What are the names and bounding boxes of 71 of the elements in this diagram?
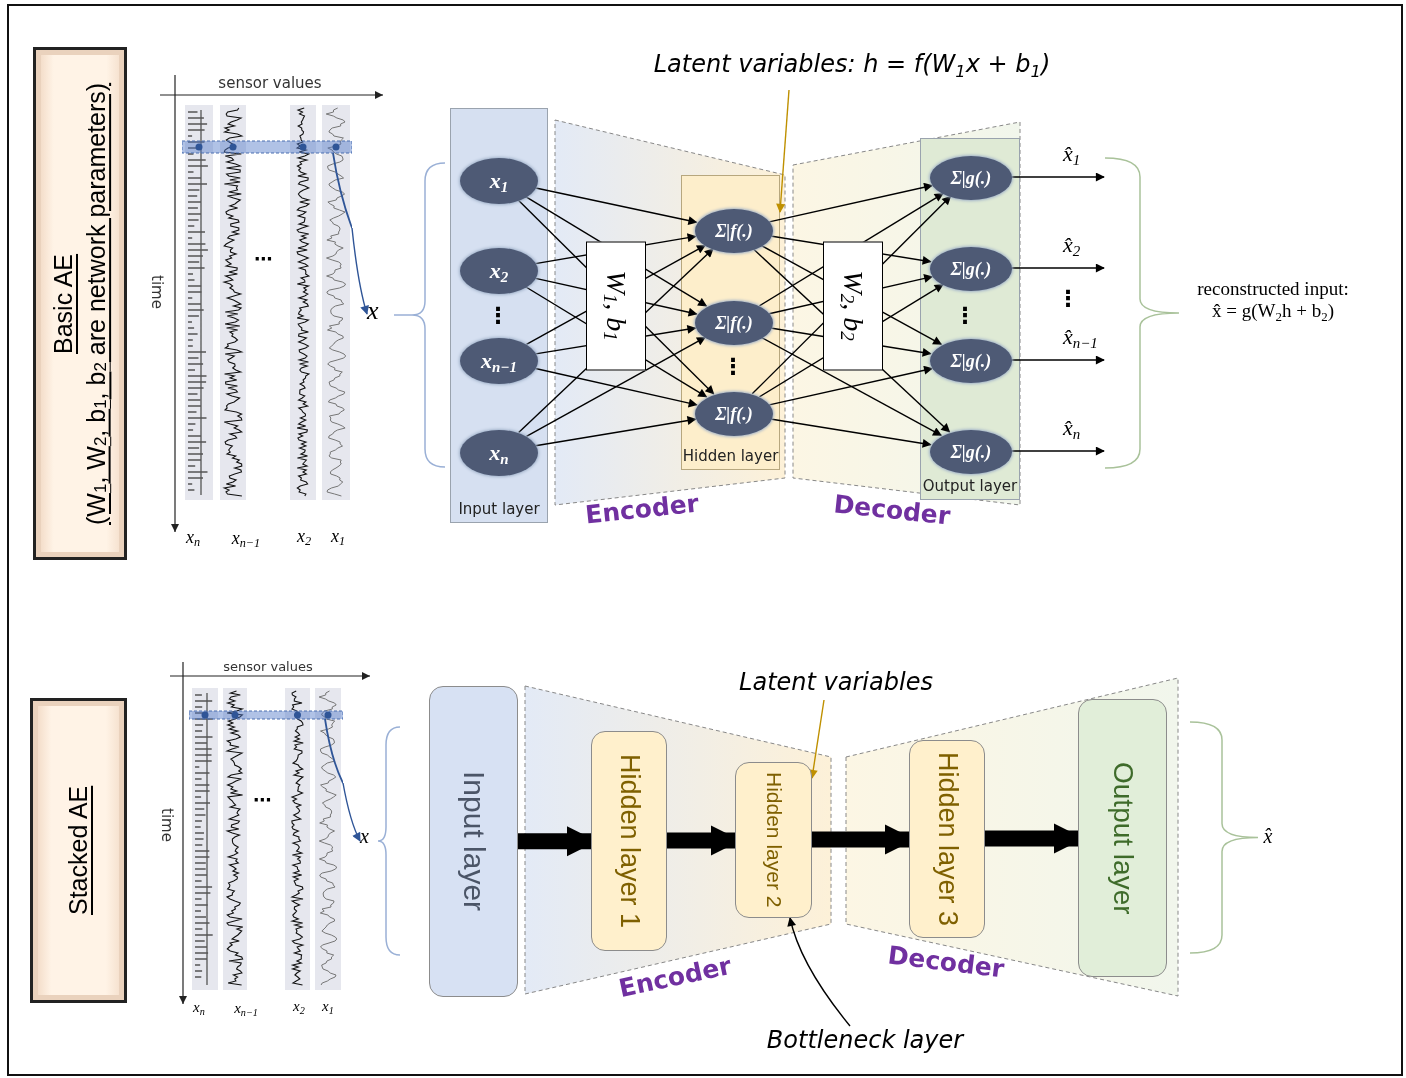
neuron-node: x$_{2}$ xyxy=(460,248,538,294)
axis-label: sensor values xyxy=(223,658,313,674)
neuron-node: Σ|f(.) xyxy=(695,209,773,253)
neuron-node: Σ|f(.) xyxy=(695,301,773,345)
panel-title: Basic AE xyxy=(49,253,78,354)
ellipsis: ⋮ xyxy=(1057,285,1079,311)
variable-label: x$_{n}$ xyxy=(185,526,201,548)
section-label: Encoder xyxy=(616,950,734,1004)
panel-title: Stacked AE xyxy=(64,785,93,916)
connection-arrow xyxy=(768,365,934,406)
neuron-node: x$_{1}$ xyxy=(460,158,538,204)
ellipsis: ⋯ xyxy=(254,247,272,269)
curved-arrow xyxy=(351,227,370,315)
formula-text: reconstructed input: x̂ = g(W$_{2}$h + b$_{2}$) xyxy=(1196,278,1350,322)
variable-label: x$_{n−1}$ xyxy=(231,527,261,549)
curved-arrow xyxy=(342,782,361,842)
layer-label: Hidden layer xyxy=(682,447,779,465)
output-arrow xyxy=(1010,172,1105,182)
section-label: Decoder xyxy=(886,940,1006,984)
variable-label: x$_{n}$ xyxy=(193,998,205,1016)
connection-arrow xyxy=(534,416,697,447)
annotation-text: Bottleneck layer xyxy=(760,1026,970,1060)
neuron-node: Σ|g(.) xyxy=(930,430,1012,474)
axis-label: time xyxy=(148,275,166,309)
neuron-node: Σ|g(.) xyxy=(930,339,1012,383)
ellipsis: ⋯ xyxy=(253,788,271,810)
title-panel xyxy=(33,47,127,560)
neuron-node: x$_{n−1}$ xyxy=(460,338,538,384)
title-panel xyxy=(30,698,127,1003)
layer-box: Hidden layer 2 xyxy=(735,762,812,918)
annotation-text: Latent variables xyxy=(726,668,946,700)
layer-label: Output layer xyxy=(922,477,1019,495)
connection-arrow xyxy=(769,418,932,448)
layer-box: Input layer xyxy=(429,686,518,997)
connection-arrow xyxy=(760,336,942,437)
variable-label: x$_{2}$ xyxy=(296,525,312,547)
connection-arrow xyxy=(534,187,698,225)
ellipsis: ⋮ xyxy=(722,353,744,379)
connection-arrow xyxy=(525,336,706,437)
output-arrow xyxy=(1010,446,1105,456)
curly-brace xyxy=(1104,157,1180,469)
connection-arrow xyxy=(768,182,934,223)
variable-label: x xyxy=(360,826,378,852)
layer-panel xyxy=(450,108,548,523)
output-arrow xyxy=(1010,355,1105,365)
layer-box: Output layer xyxy=(1078,699,1167,977)
variable-label: x̂ xyxy=(1263,824,1273,848)
layer-panel xyxy=(681,175,780,470)
neuron-node: Σ|g(.) xyxy=(930,156,1012,200)
variable-label: x xyxy=(367,298,389,326)
axis-label: time xyxy=(158,808,176,842)
layer-box: Hidden layer 1 xyxy=(591,731,667,951)
variable-label: x$_{1}$ xyxy=(322,997,334,1015)
ellipsis: ⋮ xyxy=(954,302,976,328)
neuron-node: x$_{n}$ xyxy=(460,430,538,476)
curved-arrow xyxy=(787,917,851,1027)
layer-label: Input layer xyxy=(457,500,541,518)
variable-label: x$_{2}$ xyxy=(293,997,305,1015)
variable-label: x$_{1}$ xyxy=(330,525,346,547)
annotation-text: Latent variables: h = f(W$_{1}$x + b$_{1}$) xyxy=(636,50,1068,90)
section-label: Encoder xyxy=(583,488,701,530)
pointer-arrow xyxy=(808,699,825,779)
neuron-node: Σ|f(.) xyxy=(695,392,773,436)
variable-label: x$_{n−1}$ xyxy=(234,999,258,1017)
axis-label: sensor values xyxy=(218,74,322,92)
ellipsis: ⋮ xyxy=(487,302,509,328)
connection-arrow xyxy=(533,367,698,408)
layer-box: Hidden layer 3 xyxy=(909,740,985,938)
neuron-node: Σ|g(.) xyxy=(930,247,1012,291)
pointer-arrow xyxy=(776,89,790,213)
output-arrow xyxy=(1010,263,1105,273)
